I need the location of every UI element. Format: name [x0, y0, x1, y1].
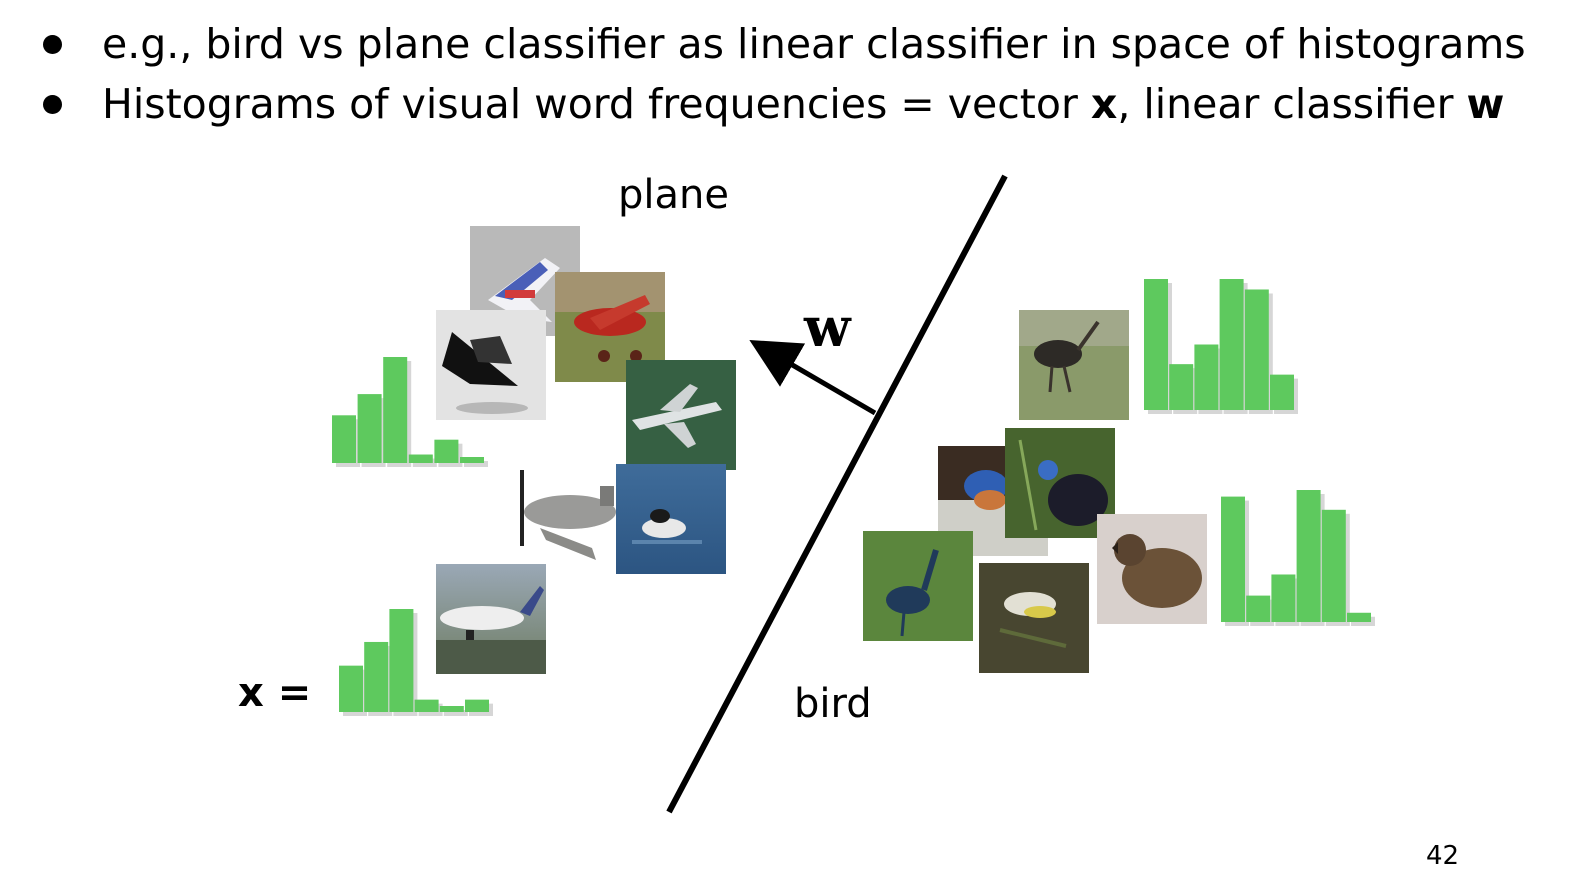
histogram-bar: [389, 609, 414, 712]
histogram-bar: [1321, 509, 1346, 622]
histogram-bar: [465, 699, 489, 712]
histogram-bar: [1144, 279, 1168, 410]
x-equals-label: x =: [238, 670, 311, 716]
histogram-bar: [439, 706, 464, 712]
histogram-bar: [1270, 374, 1294, 410]
airliner-thumbnail: [436, 564, 546, 674]
page-number: 42: [1426, 841, 1459, 871]
seaplane-thumbnail: [616, 464, 726, 574]
histogram-bar: [1271, 574, 1296, 622]
histogram-bar: [1219, 279, 1244, 410]
histogram-bar: [1194, 344, 1219, 410]
histogram-bar-shadow: [464, 461, 488, 467]
histogram-bar: [364, 641, 389, 712]
histogram-bar: [414, 699, 439, 712]
stealth-jet-thumbnail: [436, 310, 546, 420]
bullet-dot: [43, 35, 62, 54]
plane-label: plane: [618, 172, 729, 218]
wagtail-thumbnail: [979, 563, 1089, 673]
histogram-bar: [408, 454, 433, 463]
bullet-list: e.g., bird vs plane classifier as linear…: [40, 14, 1526, 134]
bird-label: bird: [794, 681, 872, 727]
histogram-bar: [1221, 496, 1245, 622]
heron-thumbnail: [863, 531, 973, 641]
bullet-text-2-pre: Histograms of visual word frequencies = …: [102, 80, 1091, 128]
histogram-bar: [460, 457, 484, 463]
plane-histogram-1: [332, 357, 488, 467]
ostrich-thumbnail: [1019, 310, 1129, 420]
weight-vector-arrow: [749, 339, 877, 416]
sparrow-thumbnail: [1097, 514, 1207, 624]
fighter-jet-thumbnail: [626, 360, 736, 470]
bird-histogram-1: [1144, 279, 1298, 414]
cassowary-thumbnail: [1005, 428, 1115, 538]
bullet-text-2-vector-w: w: [1466, 80, 1505, 128]
histogram-bar: [1347, 612, 1371, 622]
histogram-bar: [332, 415, 356, 463]
histogram-bar: [339, 665, 363, 712]
propeller-plane-thumbnail: [510, 462, 620, 572]
bullet-text-1: e.g., bird vs plane classifier as linear…: [102, 20, 1526, 68]
bullet-item-2: Histograms of visual word frequencies = …: [40, 74, 1526, 134]
w-label: w: [803, 295, 852, 359]
decision-boundary-line: [666, 174, 1008, 814]
histogram-bar: [1296, 490, 1321, 622]
bird-histogram-2: [1221, 490, 1375, 626]
bullet-dot: [43, 95, 62, 114]
histogram-bar: [1246, 595, 1271, 622]
histogram-bar: [434, 439, 459, 463]
bullet-item-1: e.g., bird vs plane classifier as linear…: [40, 14, 1526, 74]
histogram-bar: [1244, 289, 1269, 410]
histogram-bar-shadow: [443, 710, 468, 716]
histogram-bar: [357, 394, 382, 463]
histogram-bar: [1169, 364, 1194, 410]
bullet-text-2-mid: , linear classifier: [1117, 80, 1467, 128]
plane-histogram-x: [339, 609, 493, 716]
bullet-text-2-vector-x: x: [1090, 80, 1118, 128]
histogram-bar: [383, 357, 408, 463]
